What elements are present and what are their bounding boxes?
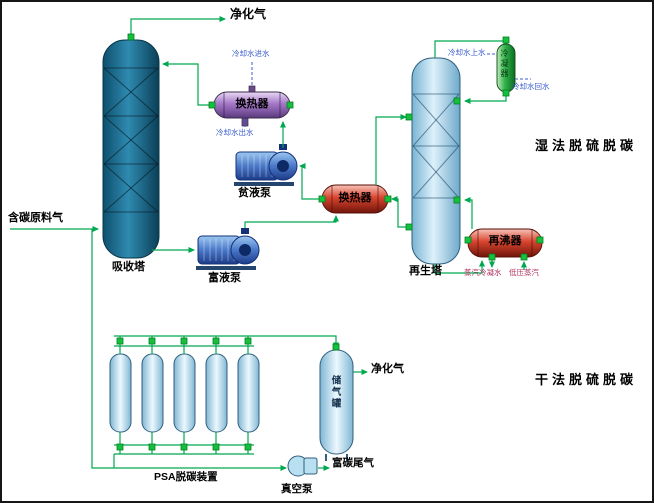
process-lines <box>10 16 527 471</box>
cooling-water-supply-label: 冷却水上水 <box>448 48 486 57</box>
psa-columns <box>109 353 260 433</box>
cooling-water-lines <box>244 53 531 127</box>
regenerator-label: 再生塔 <box>409 265 442 277</box>
rich-tail-gas-label: 富碳尾气 <box>332 457 374 469</box>
psa-unit-label: PSA脱碳装置 <box>154 471 218 483</box>
rich-pump-icon <box>196 228 260 270</box>
reboiler-label: 再沸器 <box>488 235 522 247</box>
lean-pump-label: 贫液泵 <box>238 187 271 199</box>
gas-tank-label: 储气罐 <box>329 375 341 410</box>
feed-gas-label: 含碳原料气 <box>8 212 63 224</box>
purified-gas-top-label: 净化气 <box>230 7 267 21</box>
vacuum-pump-icon <box>287 455 318 477</box>
dry-section-title: 干法脱硫脱碳 <box>535 372 638 387</box>
psa-column <box>237 353 260 433</box>
psa-column <box>141 353 164 433</box>
interchange-exchanger-label: 换热器 <box>338 192 372 204</box>
purified-gas-psa-label: 净化气 <box>371 363 404 375</box>
lp-steam-label: 低压蒸汽 <box>509 268 539 277</box>
cooling-water-return-label: 冷却水回水 <box>512 82 550 91</box>
steam-condensate-label: 蒸汽冷凝水 <box>464 268 502 277</box>
cooler-exchanger-label: 换热器 <box>235 98 269 110</box>
cooling-water-in-label: 冷却水进水 <box>232 49 270 58</box>
psa-column <box>173 353 196 433</box>
condenser-label: 冷凝器 <box>500 49 509 79</box>
wet-section-title: 湿法脱硫脱碳 <box>535 138 638 153</box>
valve-blocks <box>116 33 544 451</box>
rich-pump-label: 富液泵 <box>208 272 241 284</box>
psa-column <box>205 353 228 433</box>
regenerator-vessel <box>411 57 461 265</box>
absorber-label: 吸收塔 <box>112 261 145 273</box>
lean-pump-icon <box>234 144 298 186</box>
cooling-water-out-label: 冷却水出水 <box>216 128 254 137</box>
psa-column <box>109 353 132 433</box>
vacuum-pump-label: 真空泵 <box>281 483 313 495</box>
absorber-vessel <box>102 39 160 259</box>
